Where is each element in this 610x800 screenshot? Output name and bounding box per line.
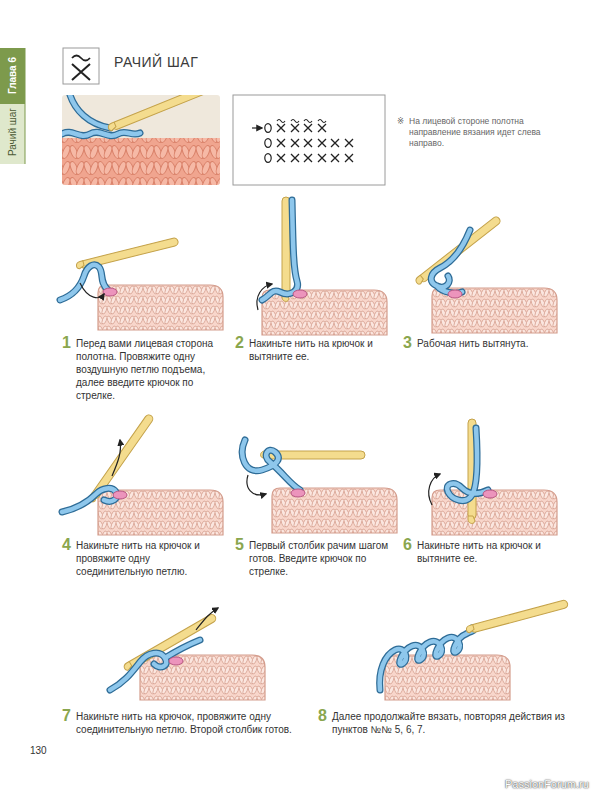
step-number: 3 xyxy=(403,335,412,351)
step-7-drawing xyxy=(110,608,265,700)
section-title: РАЧИЙ ШАГ xyxy=(114,54,198,70)
step-number: 5 xyxy=(235,537,244,553)
step-8-drawing xyxy=(380,599,569,700)
step-caption: Накиньте нить на крючок и провяжите одну… xyxy=(76,539,226,578)
step-4-drawing xyxy=(62,413,223,535)
photo xyxy=(62,95,220,185)
watermark: PassionForum.ru xyxy=(505,778,589,790)
side-label: Рачий шаг xyxy=(7,108,18,156)
step-caption: Перед вами лицевая сторона полотна. Пров… xyxy=(76,337,226,402)
step-6-drawing xyxy=(429,419,557,535)
step-caption: Рабочая нить вытянута. xyxy=(417,337,567,350)
step-caption: Далее продолжайте вязать, повторяя дейст… xyxy=(332,710,572,736)
step-caption: Накиньте нить на крючок, провяжите одну … xyxy=(76,710,306,736)
step-caption: Накиньте нить на крючок и вытяните ее. xyxy=(249,337,399,363)
step-1-drawing xyxy=(60,237,223,330)
step-number: 4 xyxy=(62,537,71,553)
step-caption: Накиньте нить на крючок и вытяните ее. xyxy=(417,539,567,565)
stitch-symbol xyxy=(63,48,99,84)
step-3-drawing xyxy=(414,215,557,333)
stitch-chart xyxy=(233,95,385,185)
step-2-drawing xyxy=(257,197,387,335)
page-number: 130 xyxy=(30,745,47,756)
chapter-tab: Глава 6 xyxy=(0,48,25,104)
step-5-drawing xyxy=(242,440,397,533)
step-number: 7 xyxy=(62,708,71,724)
step-caption: Первый столбик рачим шагом готов. Введит… xyxy=(249,539,399,578)
side-strip xyxy=(0,104,25,164)
step-number: 8 xyxy=(318,708,327,724)
note-mark: ※ xyxy=(397,116,404,127)
note-text: На лицевой стороне полотна направление в… xyxy=(409,116,559,149)
step-number: 6 xyxy=(403,537,412,553)
step-number: 1 xyxy=(62,335,71,351)
step-number: 2 xyxy=(235,335,244,351)
chapter-label: Глава 6 xyxy=(7,57,18,94)
